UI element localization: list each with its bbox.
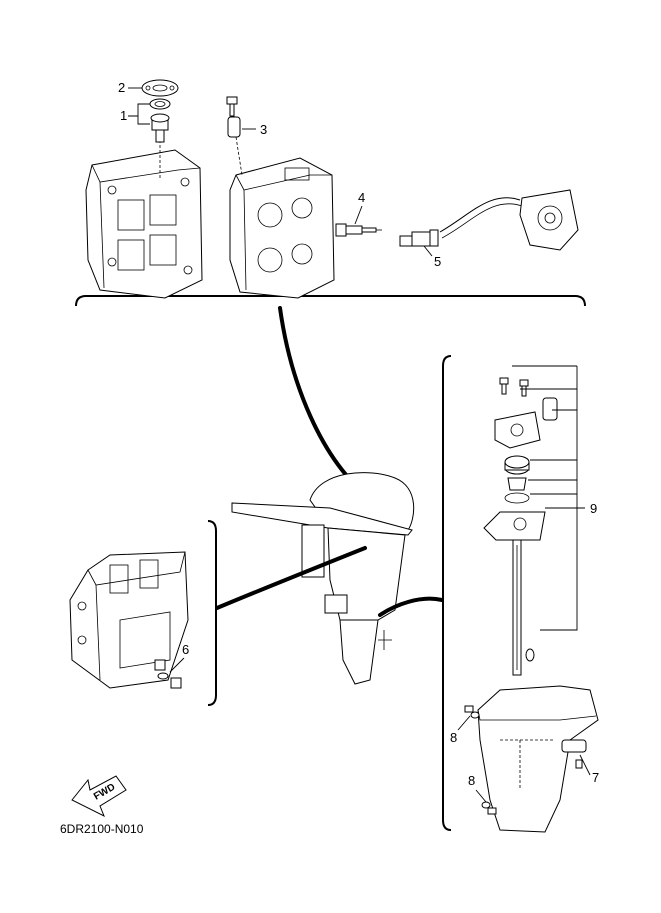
left-to-motor-link xyxy=(215,546,367,610)
svg-text:9: 9 xyxy=(590,501,597,516)
callout-2: 2 xyxy=(118,80,142,95)
drive-shaft xyxy=(512,539,522,676)
drain-plug xyxy=(154,659,182,689)
fuel-pump xyxy=(519,189,579,251)
svg-text:2: 2 xyxy=(118,80,125,95)
spark-plug xyxy=(335,223,382,237)
svg-text:5: 5 xyxy=(434,254,441,269)
plug-lower xyxy=(481,801,497,815)
outboard-motor xyxy=(231,472,415,685)
anode-bolt-small xyxy=(575,759,583,769)
top-to-motor-link xyxy=(278,306,374,502)
diagram-code: 6DR2100-N010 xyxy=(60,822,144,836)
svg-text:8: 8 xyxy=(468,773,475,788)
fuel-connector xyxy=(399,229,439,247)
svg-text:4: 4 xyxy=(358,190,365,205)
top-group-bracket xyxy=(75,295,586,307)
plug-upper xyxy=(464,705,480,719)
svg-text:8: 8 xyxy=(450,730,457,745)
thermostat xyxy=(150,113,170,143)
pump-bolts xyxy=(499,377,529,397)
o-ring xyxy=(504,492,530,504)
callout-9: 9 xyxy=(512,365,597,631)
fwd-arrow-icon: FWD xyxy=(71,775,127,818)
crankcase-block xyxy=(85,130,203,299)
svg-text:7: 7 xyxy=(592,770,599,785)
right-to-motor-link xyxy=(378,596,444,617)
outer-plate xyxy=(483,511,546,541)
bottom-cowling xyxy=(69,551,189,689)
callout-7: 7 xyxy=(579,754,599,785)
svg-text:1: 1 xyxy=(120,108,127,123)
callout-5: 5 xyxy=(423,245,441,269)
pump-housing xyxy=(494,397,558,449)
svg-text:6: 6 xyxy=(182,642,189,657)
anode-sleeve xyxy=(227,116,243,176)
shaft-small-part xyxy=(525,648,535,662)
trim-tab-anode xyxy=(561,739,587,753)
left-group-bracket xyxy=(207,520,217,706)
callout-8-upper: 8 xyxy=(450,715,471,745)
thermostat-cover xyxy=(141,79,179,97)
fuel-hose xyxy=(439,197,523,239)
callout-1: 1 xyxy=(120,103,150,125)
pump-key xyxy=(507,477,527,491)
callout-6: 6 xyxy=(169,642,189,673)
callout-4: 4 xyxy=(354,190,365,225)
svg-text:3: 3 xyxy=(260,122,267,137)
callout-8-lower: 8 xyxy=(468,773,487,803)
anode-bolt xyxy=(226,96,238,117)
right-group-bracket xyxy=(442,355,452,831)
impeller xyxy=(504,455,530,475)
callout-3: 3 xyxy=(242,122,267,137)
cylinder-head-block xyxy=(229,157,335,299)
thermostat-gasket xyxy=(149,98,171,110)
